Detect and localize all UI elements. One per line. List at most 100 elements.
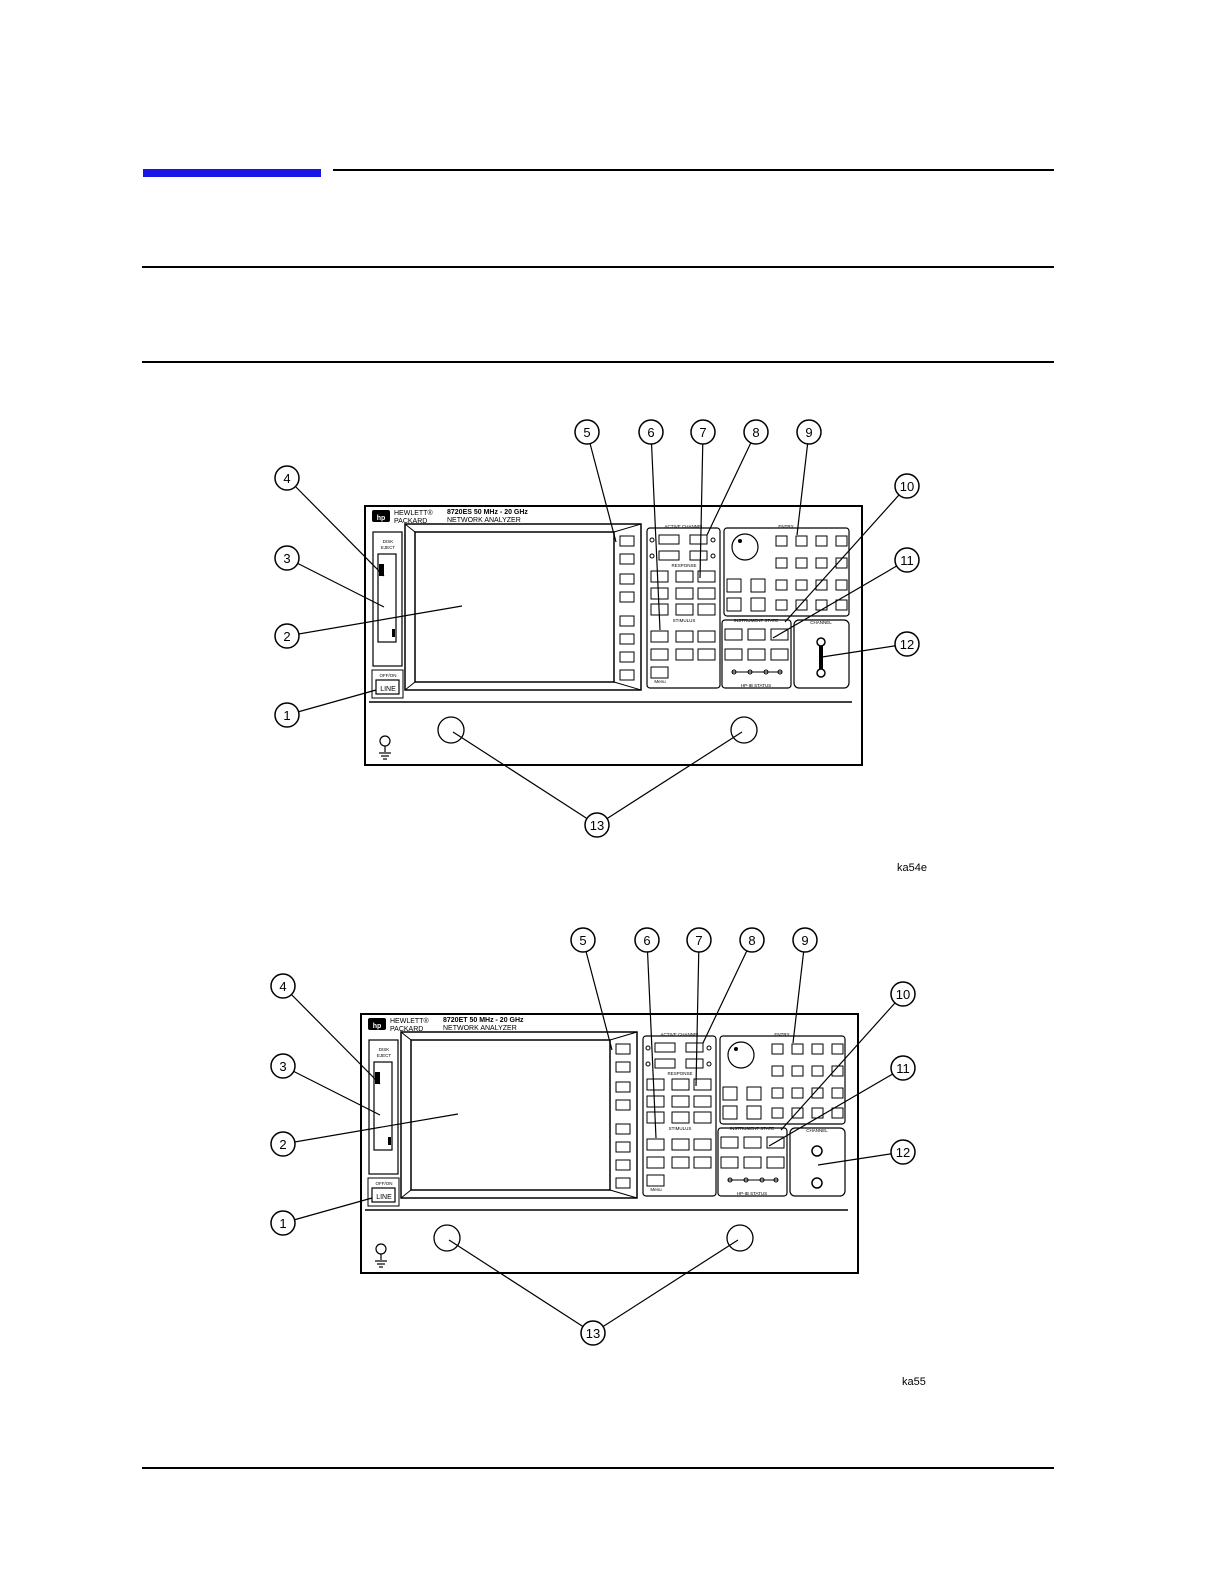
chan3-key: [658, 550, 680, 561]
callout-leader: [784, 485, 908, 623]
callout-number: 3: [283, 551, 290, 566]
callout-number: 2: [283, 629, 290, 644]
entry-key: [771, 1043, 784, 1055]
table-rule-top: [142, 266, 1054, 268]
callout-circle: [638, 419, 664, 445]
figure-code: ka55: [902, 1376, 926, 1388]
state-key: [743, 1136, 762, 1149]
state-key: [743, 1156, 762, 1169]
bezel-corner: [613, 523, 642, 533]
callout-number: 12: [900, 637, 914, 652]
callout-leader: [768, 1067, 904, 1147]
front-foot-connector: [437, 716, 465, 744]
callout-circle: [796, 419, 822, 445]
softkey: [615, 1081, 631, 1093]
disk-drive-bay: [368, 1039, 399, 1175]
entry-key: [775, 579, 788, 591]
bezel-corner: [404, 523, 416, 533]
callout-circle: [270, 973, 296, 999]
callout-leader: [282, 1065, 381, 1116]
left-key-group: [646, 527, 721, 689]
instrument-state-label: INSTRUMENT STATE: [734, 618, 779, 623]
hpib-led: [777, 669, 783, 675]
callout-number: 6: [647, 425, 654, 440]
callout-circle: [274, 702, 300, 728]
entry-key: [811, 1107, 824, 1119]
callout-leader: [282, 1113, 459, 1145]
softkey: [619, 669, 635, 681]
disk-eject-label: DISK: [383, 539, 394, 544]
softkey: [615, 1061, 631, 1073]
callout-circle: [890, 1139, 916, 1165]
line-label: LINE: [380, 686, 396, 693]
channel-led: [710, 553, 716, 559]
entry-key: [815, 535, 828, 547]
callout-circle: [274, 545, 300, 571]
test-port-connector: [811, 1177, 823, 1189]
callout-leader: [702, 939, 753, 1044]
disk-drive-bay: [372, 531, 403, 667]
softkey: [619, 615, 635, 627]
active-channel-label: ACTIVE CHANNEL: [664, 524, 704, 529]
rpg-knob: [727, 1041, 755, 1069]
bezel-corner: [400, 1031, 412, 1041]
softkey: [619, 651, 635, 663]
response-key: [671, 1078, 690, 1091]
entry-key: [811, 1043, 824, 1055]
front-foot-connector: [726, 1224, 754, 1252]
callout-number: 10: [896, 987, 910, 1002]
stimulus-key: [697, 630, 716, 643]
entry-key: [771, 1065, 784, 1077]
callout-circle: [584, 812, 610, 838]
front-foot-connector: [730, 716, 758, 744]
callout-number: 5: [579, 933, 586, 948]
power-label: OFF/ON: [380, 673, 397, 678]
ground-terminal: [375, 1243, 387, 1255]
callout-number: 8: [748, 933, 755, 948]
callout-leader: [448, 1239, 594, 1334]
state-key: [720, 1156, 739, 1169]
response-key: [671, 1111, 690, 1124]
test-port-group: [793, 619, 850, 689]
instrument-state-label: INSTRUMENT STATE: [730, 1126, 775, 1131]
entry-key: [815, 579, 828, 591]
model-label: 8720ET 50 MHz - 20 GHz: [443, 1017, 524, 1024]
stimulus-key: [650, 648, 669, 661]
menu-label: Menu: [650, 1187, 662, 1192]
bezel-corner: [404, 681, 416, 691]
disk-latch: [388, 1137, 391, 1145]
callout-leader: [286, 605, 463, 637]
hpib-led: [759, 1177, 765, 1183]
callout-number: 1: [283, 708, 290, 723]
softkey: [615, 1159, 631, 1171]
callout-number: 2: [279, 1137, 286, 1152]
stimulus-key: [650, 666, 669, 679]
callout-leader: [650, 431, 661, 631]
display-screen: [410, 1039, 611, 1191]
brand-hewlett: HEWLETT®: [394, 509, 433, 517]
callout-number: 3: [279, 1059, 286, 1074]
step-up-key: [750, 578, 766, 593]
state-key: [770, 628, 789, 641]
channel-led: [710, 537, 716, 543]
callout-number: 9: [801, 933, 808, 948]
channel-led: [706, 1045, 712, 1051]
hpib-led: [773, 1177, 779, 1183]
callout-number: 7: [695, 933, 702, 948]
chan2-key: [689, 534, 708, 545]
channel-led: [645, 1045, 651, 1051]
stimulus-key: [693, 1156, 712, 1169]
state-key: [720, 1136, 739, 1149]
left-key-group: [642, 1035, 717, 1197]
hp-logo-text: hp: [377, 515, 386, 522]
test-port-connector: [816, 668, 826, 678]
callout-circle: [894, 547, 920, 573]
header-rule: [333, 169, 1054, 171]
callout-number: 11: [900, 553, 914, 568]
softkey: [619, 591, 635, 603]
disk-eject-label: EJECT: [381, 545, 396, 550]
channel-led: [649, 537, 655, 543]
response-key: [650, 570, 669, 583]
channel-led: [706, 1061, 712, 1067]
